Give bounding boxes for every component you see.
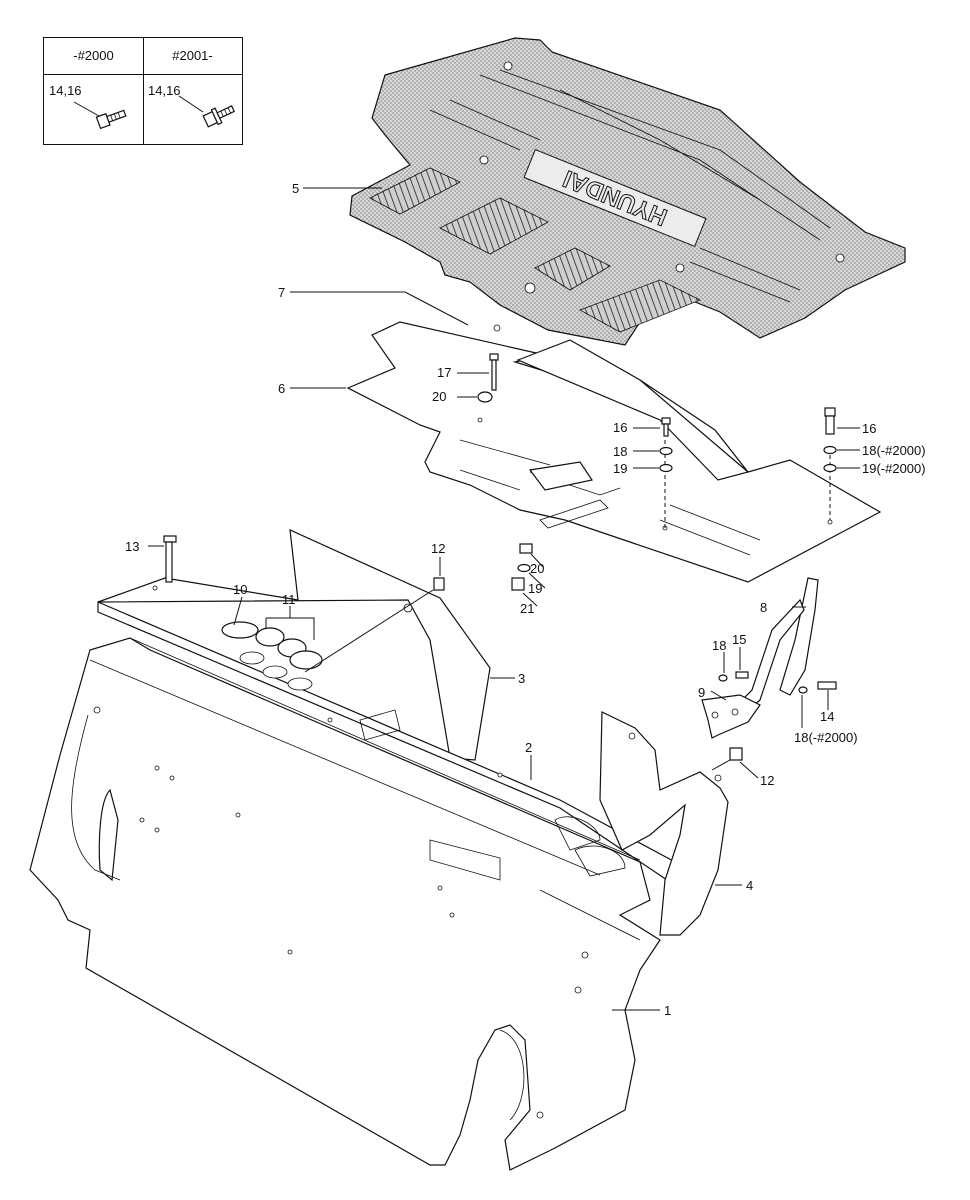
inset-header-post-2001: #2001-	[143, 38, 242, 75]
callout-9: 9	[698, 685, 705, 700]
callout-12-top: 12	[431, 541, 445, 556]
callout-labels: 5 7 6 17 20 16 18 19 16 18(-#2000) 19(-#…	[125, 181, 926, 1018]
inset-column-post-2001: #2001- 14,16	[143, 38, 242, 144]
main-frame	[29, 585, 661, 1171]
callout-6: 6	[278, 381, 285, 396]
inset-label-post-2001: 14,16	[148, 83, 181, 98]
floor-mat: HYUNDAI	[349, 37, 906, 346]
callout-18-right: 18(-#2000)	[862, 443, 926, 458]
callout-19-center: 19	[613, 461, 627, 476]
callout-5: 5	[292, 181, 299, 196]
callout-4: 4	[746, 878, 753, 893]
inset-column-pre-2000: -#2000 14,16	[44, 38, 144, 144]
flange-bolt-icon-post-2001	[178, 95, 236, 128]
version-inset-table: -#2000 14,16 #2001- 14,16	[43, 37, 243, 145]
callout-11: 11	[282, 592, 296, 607]
callout-20-upper: 20	[432, 389, 446, 404]
side-panel	[599, 711, 729, 936]
callout-7: 7	[278, 285, 285, 300]
bolt-icon-pre-2000	[73, 101, 127, 130]
callout-17: 17	[437, 365, 451, 380]
callout-13: 13	[125, 539, 139, 554]
callout-2: 2	[525, 740, 532, 755]
fasteners	[163, 353, 837, 761]
callout-18-lever: 18	[712, 638, 726, 653]
callout-1: 1	[664, 1003, 671, 1018]
control-lever	[701, 577, 819, 739]
leader-lines	[148, 187, 860, 1011]
callout-14: 14	[820, 709, 834, 724]
inset-label-pre-2000: 14,16	[49, 83, 82, 98]
callout-20-lower: 20	[530, 561, 544, 576]
callout-19-lower: 19	[528, 581, 542, 596]
callout-16-right: 16	[862, 421, 876, 436]
callout-15: 15	[732, 632, 746, 647]
pedal-boots	[221, 621, 323, 691]
callout-18-center: 18	[613, 444, 627, 459]
callout-12-side: 12	[760, 773, 774, 788]
callout-21: 21	[520, 601, 534, 616]
callout-19-right: 19(-#2000)	[862, 461, 926, 476]
callout-8: 8	[760, 600, 767, 615]
callout-3: 3	[518, 671, 525, 686]
callout-10: 10	[233, 582, 247, 597]
inset-header-pre-2000: -#2000	[44, 38, 143, 75]
floor-plate	[346, 321, 882, 583]
callout-18-lever-lower: 18(-#2000)	[794, 730, 858, 745]
callout-16-center: 16	[613, 420, 627, 435]
